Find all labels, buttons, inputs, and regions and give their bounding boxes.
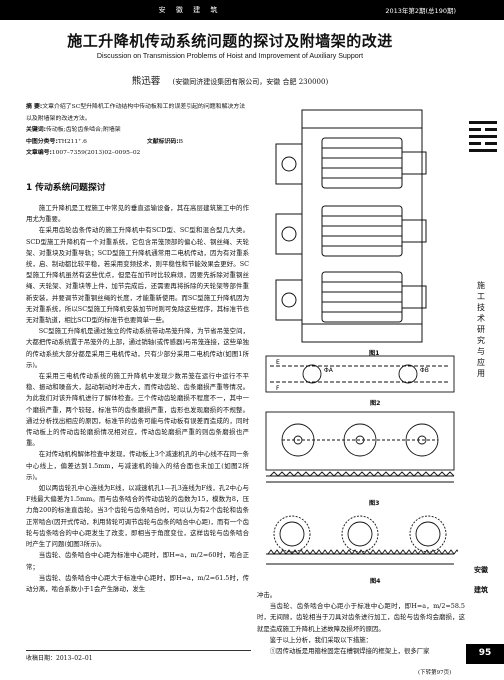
abstract-block: 摘 要:文章介绍了SC型升降机工作动结构中传动板和工的误差引起的问题和解决方法以… xyxy=(26,102,248,160)
keywords-text: 传动板;齿轮齿条啮合;附墙架 xyxy=(46,127,121,133)
clc-value: TH211⁺.6 xyxy=(57,138,87,145)
paragraph: 鉴于以上分析，我们采取以下措施： xyxy=(269,635,373,644)
author-affiliation: (安徽同济建设集团有限公司，安徽 合肥 230000) xyxy=(172,78,329,86)
label-f: F xyxy=(276,385,280,392)
sidebar-journal: 安徽建筑 xyxy=(474,565,488,594)
received-date: 收稿日期：2013–02–01 xyxy=(26,650,251,662)
author-name: 熊迅蓉 xyxy=(131,76,161,87)
left-column: 施工升降机是工程施工中常见的垂直运输设备，其在高层建筑施工中的作用尤为重要。 在… xyxy=(26,203,249,595)
paragraph: ①因传动板是用箍栓固定在槽钢焊接的框架上，很多厂家 xyxy=(269,647,430,656)
paragraph: 当齿轮、齿条啮合中心距小于标准中心距时，即H=a，m/2=58.5时，无间隙，齿… xyxy=(257,602,465,633)
article-id: 文章编号:1007–7359(2013)02–0095–02 xyxy=(26,148,248,160)
header-journal-name: 安 徽 建 筑 xyxy=(158,6,222,14)
classification: 中图分类号:TH211⁺.6 文献标识码:B xyxy=(26,137,248,149)
figure-2-caption: 图2 xyxy=(370,400,381,407)
paragraph: 如以两齿轮孔中心连线为E线，以减速机孔1—孔3连线为F线，孔2中心与F线最大偏差… xyxy=(26,484,249,549)
doc-code-value: B xyxy=(178,138,184,145)
paragraph: 在对传动机构解体检查中发现，传动板上3个减速机孔的中心线不在同一条中心线上，偏差… xyxy=(26,450,249,481)
paragraph: 在采用齿轮齿条传动的施工升降机中有SCD型、SC型和混合型几大类。SCD型施工升… xyxy=(26,226,249,325)
figure-1-drawing xyxy=(275,109,427,343)
label-phi-b: ΦB xyxy=(420,367,429,374)
paragraph: 当齿轮、齿条啮合中心距为标准中心距时，即H=a，m/2=60时，啮合正常； xyxy=(26,551,249,571)
doc-code-label: 文献标识码: xyxy=(146,138,179,145)
right-column: 冲击。 当齿轮、齿条啮合中心距小于标准中心距时，即H=a，m/2=58.5时，无… xyxy=(257,590,465,657)
article-id-label: 文章编号: xyxy=(26,150,52,156)
figure-3-drawing xyxy=(265,411,455,483)
keywords-label: 关键词: xyxy=(26,127,47,133)
figure-4-caption: 图4 xyxy=(370,578,381,585)
figure-2-drawing: E F ΦA ΦB xyxy=(265,355,455,393)
paragraph: SC型施工升降机是通过独立的传动系统带动吊笼升降，为节省吊笼空间，大都把传动系统… xyxy=(26,327,249,369)
paragraph: 冲击。 xyxy=(257,591,277,599)
abstract-text: 文章介绍了SC型升降机工作动结构中传动板和工的误差引起的问题和解决方法以及附墙架… xyxy=(26,104,246,122)
keywords: 关键词:传动板;齿轮齿条啮合;附墙架 xyxy=(26,125,248,137)
clc-label: 中图分类号: xyxy=(26,138,58,145)
continued-note: (下转第97页) xyxy=(418,670,452,676)
sidebar-category: 施工技术研究与应用 xyxy=(477,281,485,378)
sidebar-motif-icon xyxy=(469,121,497,152)
abstract-label: 摘 要: xyxy=(26,104,43,110)
header-issue: 2013年第2期(总190期) xyxy=(385,7,456,15)
paragraph: 在采用三电机传动系统的施工升降机中发现少数吊笼在运行中运行不平稳、振动和噪音大，… xyxy=(26,372,249,448)
paragraph: 施工升降机是工程施工中常见的垂直运输设备，其在高层建筑施工中的作用尤为重要。 xyxy=(26,204,249,224)
abstract: 摘 要:文章介绍了SC型升降机工作动结构中传动板和工的误差引起的问题和解决方法以… xyxy=(26,102,248,125)
paragraph: 当齿轮、齿条啮合中心距大于标准中心距时，即H=a，m/2=61.5时，传动分离，… xyxy=(26,573,249,593)
figure-4-drawing xyxy=(266,515,458,565)
header-bar xyxy=(0,0,504,20)
article-subtitle: Discussion on Transmission Problems of H… xyxy=(96,52,364,60)
figure-3-caption: 图3 xyxy=(369,500,380,507)
label-e: E xyxy=(276,359,280,366)
figure-1-caption: 图1 xyxy=(369,350,380,357)
article-title: 施工升降机传动系统问题的探讨及附墙架的改进 xyxy=(67,32,393,50)
article-id-value: 1007–7359(2013)02–0095–02 xyxy=(51,150,141,156)
author-line: 熊迅蓉 (安徽同济建设集团有限公司，安徽 合肥 230000) xyxy=(0,73,460,87)
label-phi-a: ΦA xyxy=(324,367,334,374)
section-heading: 1 传动系统问题探讨 xyxy=(26,183,106,193)
page-number: 95 xyxy=(478,648,492,658)
page-number-box xyxy=(466,644,504,664)
